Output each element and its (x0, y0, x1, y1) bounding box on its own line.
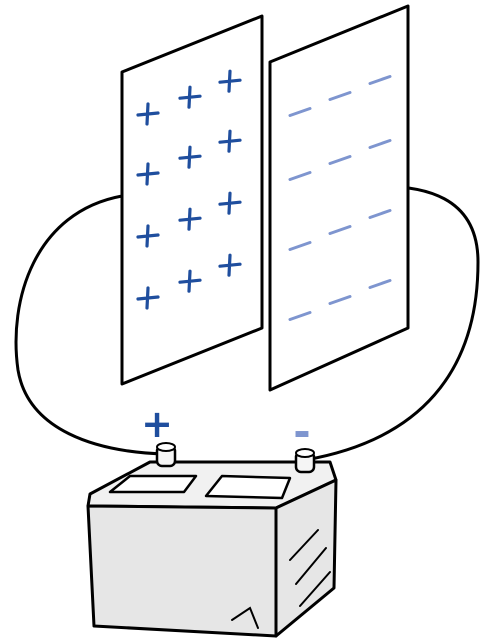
negative-charge-mark (328, 295, 352, 305)
positive-charge-mark (136, 286, 160, 310)
positive-charge-mark (178, 85, 202, 109)
negative-charge-mark (368, 139, 392, 149)
battery-left-pad (108, 474, 198, 494)
positive-charge-mark (218, 69, 242, 93)
positive-plate (120, 14, 264, 386)
negative-charge-mark (328, 225, 352, 235)
negative-charge-mark (368, 209, 392, 219)
positive-charge-mark (178, 207, 202, 231)
negative-charge-mark (288, 241, 312, 251)
negative-charge-mark (368, 279, 392, 289)
positive-charge-mark (136, 162, 160, 186)
positive-charge-mark (178, 269, 202, 293)
right-wire (303, 184, 480, 462)
negative-charges (288, 75, 392, 321)
battery-side (274, 478, 338, 638)
battery-front (86, 504, 278, 638)
positive-charge-mark (218, 191, 242, 215)
negative-plate-sheet (268, 4, 410, 392)
negative-plate (268, 4, 410, 392)
negative-charge-mark (328, 91, 352, 101)
positive-terminal-label: + (141, 402, 173, 446)
negative-charge-mark (288, 171, 312, 181)
positive-charge-mark (178, 145, 202, 169)
positive-charge-mark (136, 224, 160, 248)
negative-charge-mark (368, 75, 392, 85)
negative-charge-mark (288, 311, 312, 321)
positive-charges (136, 69, 242, 310)
positive-charge-mark (218, 253, 242, 277)
battery: + - (86, 402, 338, 638)
positive-charge-mark (218, 129, 242, 153)
left-wire (14, 194, 167, 456)
negative-terminal-label: - (293, 407, 310, 456)
negative-charge-mark (328, 155, 352, 165)
battery-shading (231, 529, 331, 629)
positive-charge-mark (136, 102, 160, 126)
positive-terminal (155, 442, 177, 468)
negative-terminal (294, 448, 316, 474)
negative-charge-mark (288, 107, 312, 117)
positive-plate-sheet (120, 14, 264, 386)
battery-right-pad (204, 474, 292, 500)
